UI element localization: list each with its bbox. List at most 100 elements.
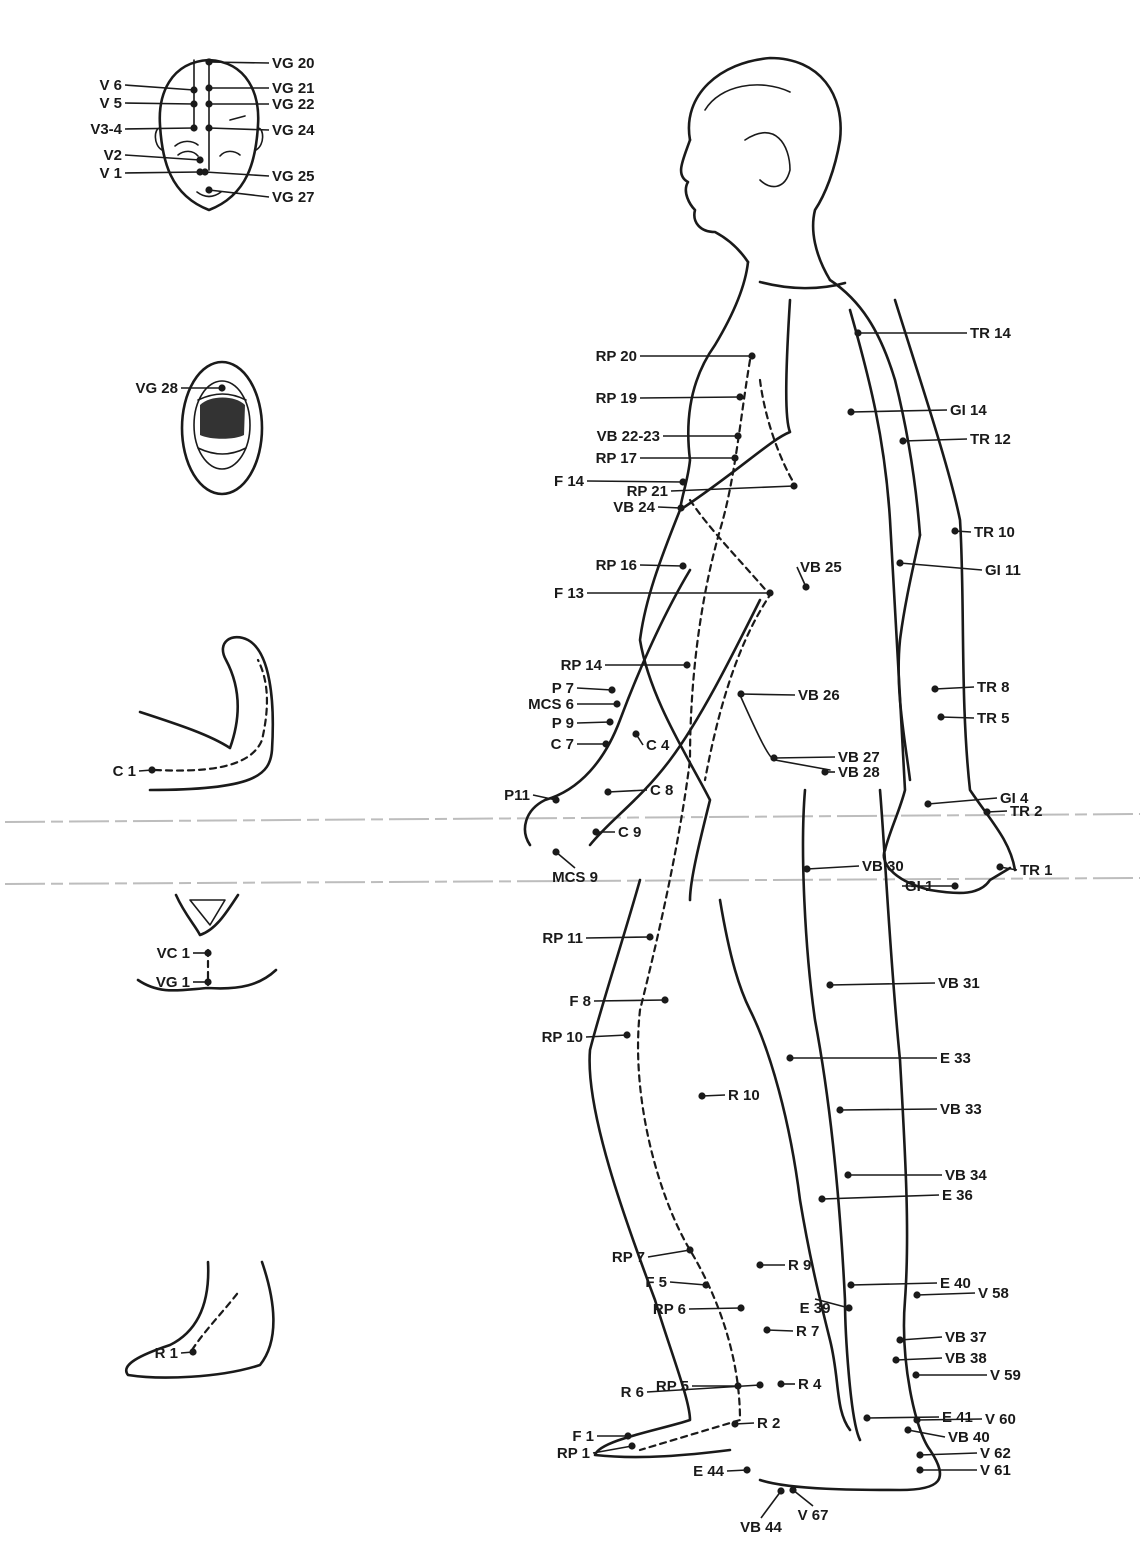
label-r-4: R 4	[798, 1376, 822, 1393]
leader-rp-19	[640, 397, 740, 398]
label-p-9: P 9	[552, 715, 574, 732]
acupoint-e-33	[786, 1054, 793, 1061]
acupoint-p11	[552, 796, 559, 803]
label-f-1: F 1	[572, 1428, 594, 1445]
label-e-44: E 44	[693, 1463, 725, 1480]
label-p-7: P 7	[552, 680, 574, 697]
acupoint-vb-31	[826, 981, 833, 988]
label-vg-1: VG 1	[156, 974, 190, 991]
lower-teeth	[198, 448, 246, 454]
rib-line	[680, 300, 790, 510]
acupoint-r-6	[756, 1381, 763, 1388]
acupoint-tr-12	[899, 437, 906, 444]
acupoint-vb-40	[904, 1426, 911, 1433]
label-rp-16: RP 16	[596, 557, 637, 574]
label-vg-20: VG 20	[272, 55, 315, 72]
acupoint-r-4	[777, 1380, 784, 1387]
label-vb-40: VB 40	[948, 1429, 990, 1446]
label-r-2: R 2	[757, 1415, 780, 1432]
label-vb-33: VB 33	[940, 1101, 982, 1118]
face-profile	[681, 140, 748, 262]
acupoint-vb-37	[896, 1336, 903, 1343]
acupoint-c-4	[632, 730, 639, 737]
mouth-cavity	[200, 398, 245, 439]
body-right-points-group: TR 14GI 14TR 12TR 10VB 25GI 11VB 26TR 8T…	[737, 325, 1052, 1479]
arm-back	[895, 300, 1015, 870]
perineum-upper	[176, 895, 238, 935]
acupoint-e-39	[845, 1304, 852, 1311]
acupoint-f-14	[679, 478, 686, 485]
label-rp-20: RP 20	[596, 348, 637, 365]
label-rp-7: RP 7	[612, 1249, 645, 1266]
label-vb-24: VB 24	[613, 499, 655, 516]
leader-gi-14	[851, 410, 947, 412]
label-rp-11: RP 11	[542, 930, 583, 947]
acupoint-rp-1	[628, 1442, 635, 1449]
label-r-9: R 9	[788, 1257, 811, 1274]
acupoint-e-44	[743, 1466, 750, 1473]
acupoint-gi-11	[896, 559, 903, 566]
head-channel	[705, 85, 790, 110]
label-v-1: V 1	[99, 165, 122, 182]
leader-v3-4	[125, 128, 194, 129]
leader-f-14	[587, 481, 683, 482]
acupoint-vg-1	[204, 978, 211, 985]
label-tr-5: TR 5	[977, 710, 1010, 727]
label-vg-27: VG 27	[272, 189, 315, 206]
acupoint-p-7	[608, 686, 615, 693]
acupoint-v3-4	[190, 124, 197, 131]
leader-vb-38	[896, 1358, 942, 1360]
acupoint-v-58	[913, 1291, 920, 1298]
acupoint-vg-24	[205, 124, 212, 131]
acupoint-vb-26	[737, 690, 744, 697]
leader-tr-12	[903, 439, 967, 441]
label-rp-5: RP 5	[656, 1378, 689, 1395]
acupoint-gi-14	[847, 408, 854, 415]
acupoint-mcs-6	[613, 700, 620, 707]
acupoint-c-9	[592, 828, 599, 835]
liver-channel	[690, 500, 770, 780]
label-v-61: V 61	[980, 1462, 1011, 1479]
label-v-60: V 60	[985, 1411, 1016, 1428]
acupoint-vb-34	[844, 1171, 851, 1178]
skull-outline	[689, 58, 841, 280]
acupoint-p-9	[606, 718, 613, 725]
label-tr-12: TR 12	[970, 431, 1011, 448]
label-vg-25: VG 25	[272, 168, 315, 185]
right-eye	[220, 151, 240, 156]
acupoint-c-7	[602, 740, 609, 747]
label-rp-10: RP 10	[542, 1029, 583, 1046]
leader-vg-20	[209, 62, 269, 63]
acupoint-rp-20	[748, 352, 755, 359]
arm-points-group: C 1	[113, 763, 156, 780]
label-e-40: E 40	[940, 1275, 971, 1292]
foot-channel	[192, 1290, 240, 1350]
right-brow	[230, 116, 245, 120]
label-f-14: F 14	[554, 473, 585, 490]
leader-rp-6	[689, 1308, 741, 1309]
label-tr-8: TR 8	[977, 679, 1010, 696]
acupoint-rp-21	[790, 482, 797, 489]
leader-rp-11	[586, 937, 650, 938]
label-r-7: R 7	[796, 1323, 819, 1340]
label-e-36: E 36	[942, 1187, 973, 1204]
label-c-8: C 8	[650, 782, 673, 799]
label-e-39: E 39	[800, 1300, 831, 1317]
label-e-41: E 41	[942, 1409, 973, 1426]
leader-f-5	[670, 1282, 706, 1285]
acupoint-r-10	[698, 1092, 705, 1099]
acupoint-f-13	[766, 589, 773, 596]
leader-vb-44	[761, 1491, 781, 1518]
leader-v-67	[793, 1490, 813, 1506]
acupoint-v-61	[916, 1466, 923, 1473]
leader-tr-5	[941, 717, 974, 718]
acupoint-rp-6	[737, 1304, 744, 1311]
acupoint-vb-44	[777, 1487, 784, 1494]
leader-vb-33	[840, 1109, 937, 1110]
foot-points-group: R 1	[155, 1345, 197, 1362]
acupoint-vg-22	[205, 100, 212, 107]
acupoint-v-62	[916, 1451, 923, 1458]
label-f-5: F 5	[645, 1274, 667, 1291]
leader-gi-4	[928, 798, 997, 804]
